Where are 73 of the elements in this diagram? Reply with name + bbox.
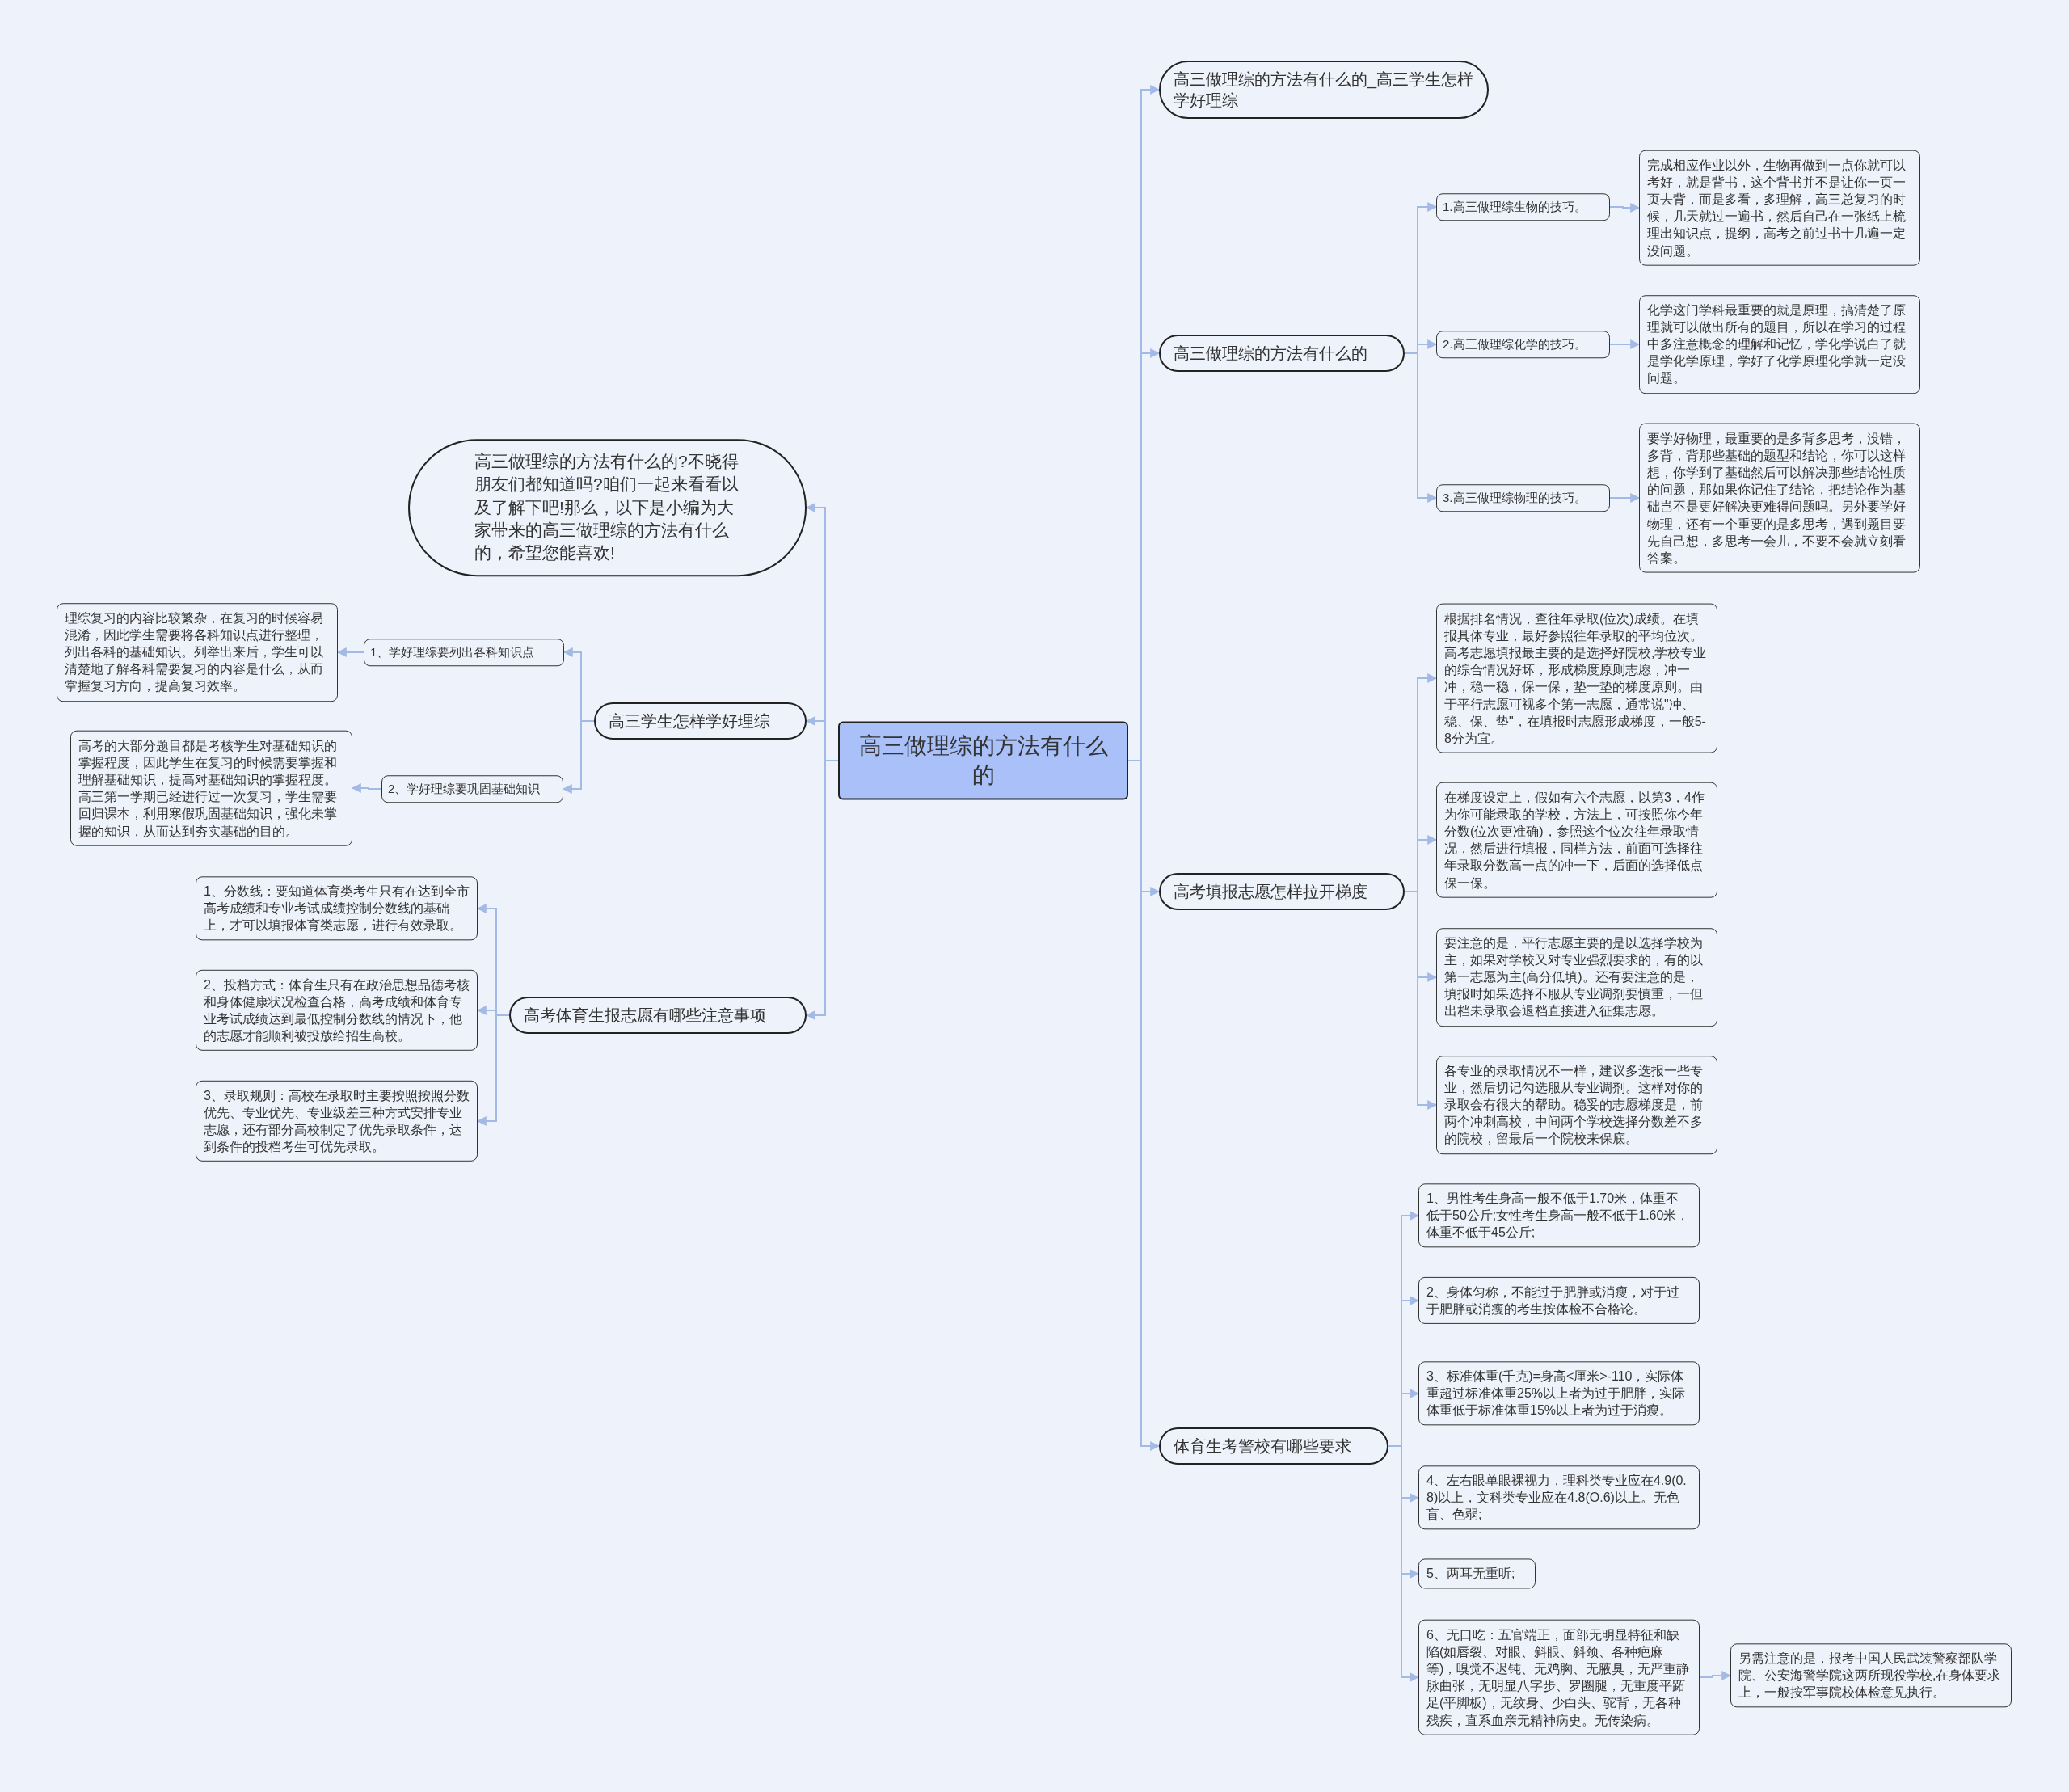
- node-text: 体育生考警校有哪些要求: [1174, 1436, 1352, 1457]
- node-text: 要学好物理，最重要的是多背多思考，没错，多背，背那些基础的题型和结论，你可以这样想，你学到了基础然后可以解决那些结论性质的问题，那如果你记住了结论，把结论作为基础岂不是更好解决更难得问题吗。另外要学好物理，还有一个重要的是多思考，遇到题目要先自己想，多思考一会儿，不要不会就立刻看答案。: [1647, 430, 1907, 567]
- node-text: 高三做理综的方法有什么的: [858, 732, 1109, 789]
- node-text: 1、学好理综要列出各科知识点: [370, 644, 536, 660]
- node-text: 2.高三做理综化学的技巧。: [1443, 336, 1587, 352]
- subtopic-box: [381, 775, 563, 803]
- note-box: [1730, 1643, 2012, 1708]
- node-text: 2、投档方式：体育生只有在政治思想品德考核和身体健康状况检查合格，高考成绩和体育专业考试成绩达到最低控制分数线的情况下，他的志愿才能顺利被投放给招生高校。: [204, 976, 470, 1045]
- node-text: 在梯度设定上，假如有六个志愿，以第3，4作为你可能录取的学校，方法上，可按照你今年分数(位次更准确)，参照这个位次往年录取情况，然后进行填报，同样方法，前面可选择往年录取分数高一点的冲一下，后面的选择低点保一保。: [1444, 789, 1705, 892]
- node-text: 3、标准体重(千克)=身高<厘米>-110，实际体重超过标准体重25%以上者为过于肥胖，实际体重低于标准体重15%以上者为过于消瘦。: [1426, 1368, 1687, 1419]
- central-topic: [838, 721, 1128, 800]
- arrow: [1388, 1445, 1420, 1682]
- note-box: [1418, 1558, 1536, 1589]
- note-box: [1418, 1361, 1700, 1426]
- topic-node: [1159, 335, 1405, 372]
- note-box: [1436, 782, 1717, 898]
- note-box: [57, 603, 338, 702]
- note-box: [1418, 1276, 1700, 1325]
- node-text: 1、分数线：要知道体育类考生只有在达到全市高考成绩和专业考试成绩控制分数线的基础上，才可以填报体育类志愿，进行有效录取。: [204, 883, 470, 934]
- arrow: [1404, 891, 1438, 1110]
- node-text: 高考体育生报志愿有哪些注意事项: [524, 1006, 767, 1026]
- node-text: 各专业的录取情况不一样，建议多选报一些专业，然后切记勾选服从专业调剂。这样对你的录取会有很大的帮助。稳妥的志愿梯度是，前两个冲刺高校，中间两个学校选择分数差不多的院校，留最后一个院校来保底。: [1444, 1063, 1704, 1148]
- arrow: [1699, 1671, 1732, 1680]
- note-box: [1436, 1056, 1717, 1154]
- node-text: 高考填报志愿怎样拉开梯度: [1174, 882, 1368, 902]
- node-text: 6、无口吃：五官端正，面部无明显特征和缺陷(如唇裂、对眼、斜眼、斜颈、各种疤麻等)，嗅觉不迟钝、无鸡胸、无腋臭，无严重静脉曲张，无明显八字步、罗圈腿，无重度平跖足(平脚板)，无纹身、少白头、驼背，无各种残疾，直系血亲无精神病史。无传染病。: [1426, 1626, 1691, 1729]
- note-box: [196, 876, 478, 941]
- node-text: 3.高三做理综物理的技巧。: [1443, 490, 1587, 506]
- node-text: 4、左右眼单眼裸视力，理科类专业应在4.9(0.8)以上，文科类专业应在4.8(O.6)以上。无色盲、色弱;: [1426, 1473, 1688, 1524]
- arrow: [1609, 203, 1641, 213]
- node-text: 3、录取规则：高校在录取时主要按照按照分数优先、专业优先、专业级差三种方式安排专业志愿，还有部分高校制定了优先录取条件，达到条件的投档考生可优先录取。: [204, 1087, 470, 1156]
- note-box: [1418, 1183, 1700, 1248]
- node-text: 高考的大部分题目都是考核学生对基础知识的掌握程度，因此学生在复习的时候需要掌握和理解基础知识，提高对基础知识的掌握程度。高三第一学期已经进行过一次复习，学生需要回归课本，利用寒假巩固基础知识，强化未掌握的知识，从而达到夯实基础的目的。: [78, 737, 338, 840]
- arrow: [562, 720, 595, 794]
- node-text: 化学这门学科最重要的就是原理，搞清楚了原理就可以做出所有的题目，所以在学习的过程中多注意概念的理解和记忆，学化学说白了就是学化学原理，学好了化学原理化学就一定没问题。: [1647, 302, 1907, 387]
- note-box: [1418, 1619, 1700, 1735]
- subtopic-box: [1436, 331, 1610, 358]
- node-text: 5、两耳无重听;: [1426, 1566, 1516, 1583]
- note-box: [1436, 928, 1717, 1027]
- node-text: 高三学生怎样学好理综: [609, 711, 771, 732]
- arrow: [351, 783, 382, 793]
- subtopic-box: [1436, 193, 1610, 221]
- topic-node: [594, 702, 807, 740]
- note-box: [1418, 1465, 1700, 1530]
- arrow: [805, 760, 839, 1020]
- arrow: [1609, 339, 1641, 349]
- node-text: 另需注意的是，报考中国人民武装警察部队学院、公安海警学院这两所现役学校,在身体要求上，一般按军事院校体检意见执行。: [1738, 1651, 2002, 1701]
- subtopic-box: [1436, 484, 1610, 512]
- node-text: 理综复习的内容比较繁杂，在复习的时候容易混淆，因此学生需要将各科知识点进行整理，列出各科的基础知识。列举出来后，学生可以清楚地了解各科需要复习的内容是什么，从而掌握复习方向，提高复习效率。: [65, 610, 324, 695]
- node-text: 1、男性考生身高一般不低于1.70米，体重不低于50公斤;女性考生身高一般不低于1.60米，体重不低于45公斤;: [1426, 1191, 1691, 1242]
- node-text: 2、身体匀称，不能过于肥胖或消瘦，对于过于肥胖或消瘦的考生按体检不合格论。: [1426, 1284, 1680, 1318]
- node-text: 高三做理综的方法有什么的?不晓得朋友们都知道吗?咱们一起来看看以及了解下吧!那么，以下是小编为大家带来的高三做理综的方法有什么的，希望您能喜欢!: [474, 451, 740, 564]
- node-text: 2、学好理综要巩固基础知识: [388, 781, 541, 797]
- note-box: [196, 1080, 478, 1162]
- node-text: 要注意的是，平行志愿主要的是以选择学校为主，如果对学校又对专业强烈要求的，有的以第一志愿为主(高分低填)。还有要注意的是，填报时如果选择不服从专业调剂要慎重，一但出档未录取会退档直接进入征集志愿。: [1444, 935, 1704, 1020]
- node-text: 根据排名情况，查往年录取(位次)成绩。在填报具体专业，最好参照往年录取的平均位次。高考志愿填报最主要的是选择好院校,学校专业的综合情况好坏，形成梯度原则志愿，冲一冲，稳一稳，保一保，垫一垫的梯度原则。由于平行志愿可视多个第一志愿，通常说"冲、稳、保、垫"，在填报时志愿形成梯度，一般5-8分为宜。: [1444, 610, 1708, 747]
- subtopic-box: [364, 639, 564, 666]
- topic-node: [509, 997, 807, 1034]
- node-text: 高三做理综的方法有什么的: [1174, 344, 1368, 364]
- node-text: 完成相应作业以外，生物再做到一点你就可以考好，就是背书，这个背书并不是让你一页一页去背，而是多看，多理解，高三总复习的时候，几天就过一遍书，然后自己在一张纸上梳理出知识点，提纲，高考之前过书十几遍一定没问题。: [1647, 157, 1907, 259]
- note-box: [1639, 423, 1920, 573]
- note-box: [1639, 295, 1920, 394]
- node-text: 1.高三做理综生物的技巧。: [1443, 199, 1587, 215]
- note-box: [1639, 150, 1920, 266]
- arrow: [336, 647, 364, 657]
- note-box: [70, 730, 352, 846]
- node-text: 高三做理综的方法有什么的_高三学生怎样学好理综: [1174, 70, 1474, 111]
- topic-node: [1159, 873, 1405, 910]
- note-box: [196, 969, 478, 1052]
- arrow: [1609, 493, 1641, 503]
- arrow: [1404, 352, 1438, 503]
- arrow: [476, 1014, 510, 1126]
- topic-node: [1159, 1427, 1388, 1465]
